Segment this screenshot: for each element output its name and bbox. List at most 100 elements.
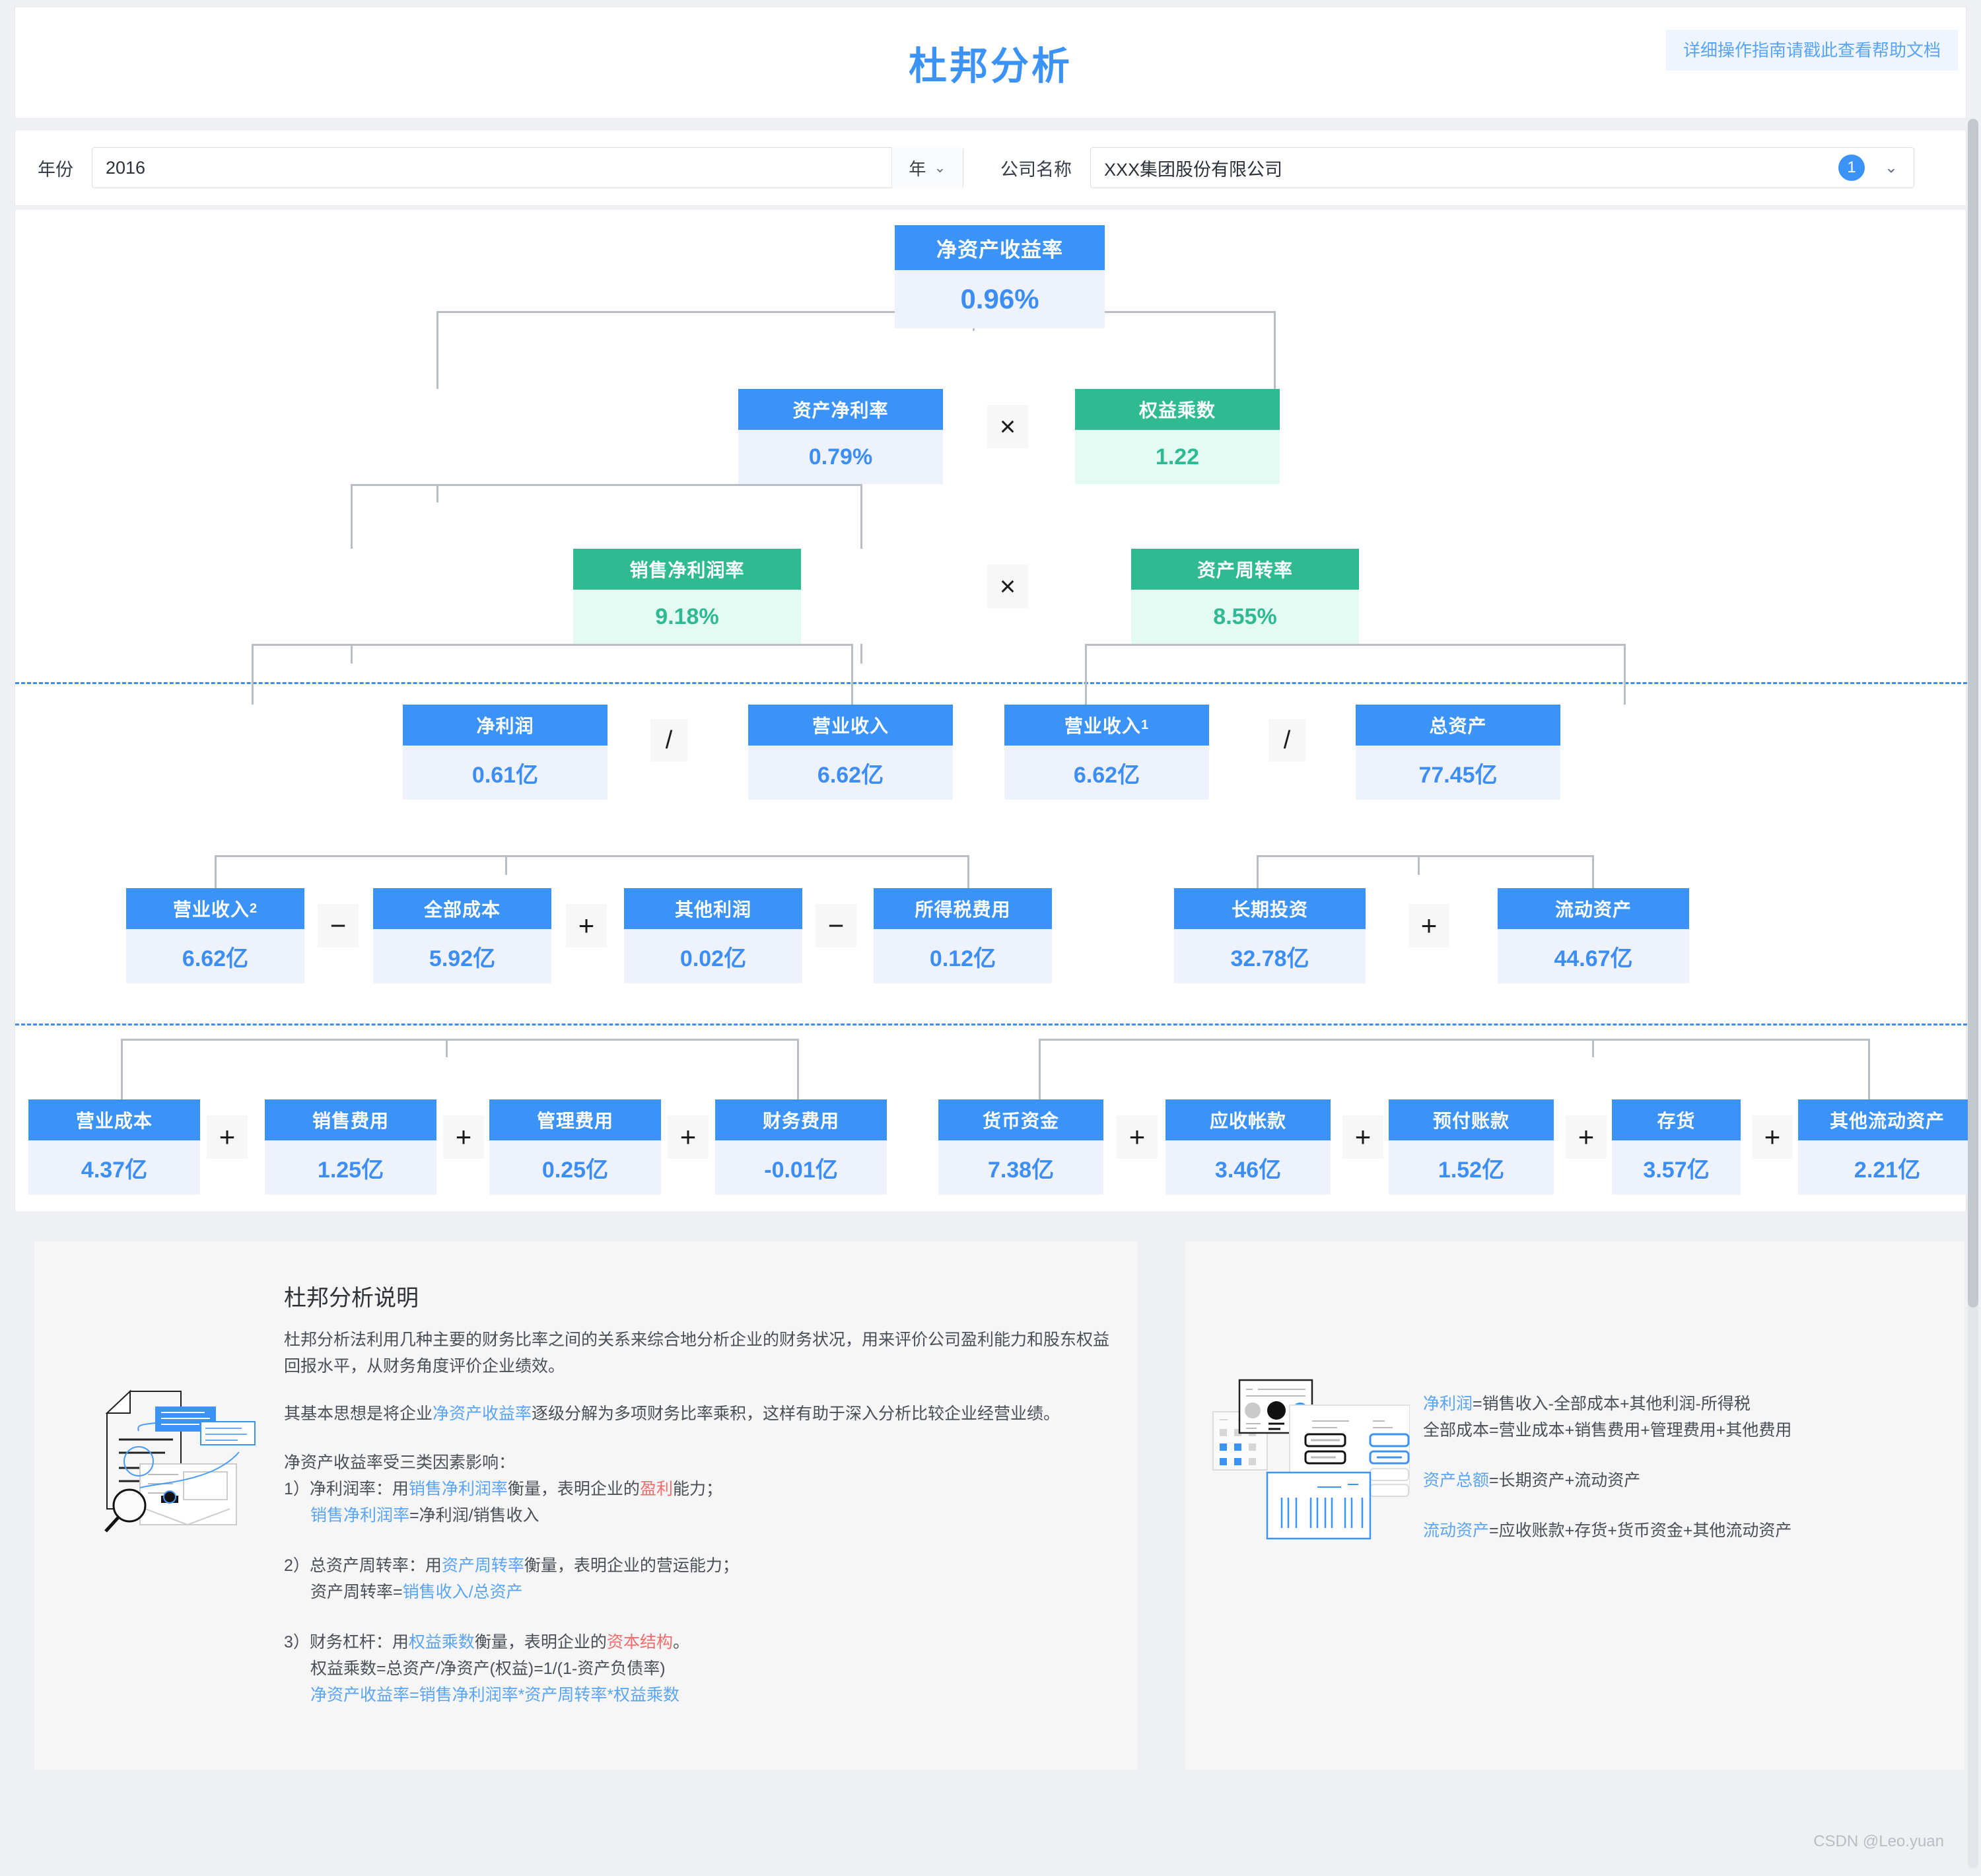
explanation-factor-3-formula-1: 权益乘数=总资产/净资产(权益)=1/(1-资产负债率) — [310, 1659, 666, 1678]
node-value: 6.62亿 — [1004, 746, 1209, 800]
year-unit-select[interactable]: 年 ⌄ — [891, 147, 963, 188]
operator-plus: + — [668, 1115, 709, 1159]
node-value: 6.62亿 — [126, 929, 304, 983]
node-finance-expense[interactable]: 财务费用 -0.01亿 — [715, 1099, 887, 1195]
year-input[interactable]: 2016 年 ⌄ — [92, 147, 963, 188]
inline-link-equity-multiplier[interactable]: 权益乘数 — [408, 1633, 475, 1651]
node-asset-turnover[interactable]: 资产周转率 8.55% — [1131, 549, 1359, 644]
connector — [1039, 1039, 1041, 1099]
operator-plus: + — [207, 1115, 248, 1159]
connector — [121, 1039, 123, 1099]
operator-plus: + — [443, 1115, 484, 1159]
connector — [505, 855, 507, 875]
page-title: 杜邦分析 — [908, 45, 1072, 88]
operator-minus: − — [816, 904, 856, 948]
connector — [860, 484, 862, 549]
explanation-title: 杜邦分析说明 — [284, 1286, 419, 1311]
node-cash[interactable]: 货币资金 7.38亿 — [938, 1099, 1103, 1195]
node-income-tax[interactable]: 所得税费用 0.12亿 — [874, 888, 1052, 983]
operator-multiply: × — [987, 565, 1028, 608]
page-scrollbar[interactable] — [1968, 119, 1978, 1869]
company-count-badge: 1 — [1838, 155, 1865, 181]
node-net-profit-margin[interactable]: 销售净利润率 9.18% — [573, 549, 801, 644]
inline-highlight-capital-structure: 资本结构 — [606, 1633, 673, 1651]
filter-bar: 年份 2016 年 ⌄ 公司名称 XXX集团股份有限公司 1 ⌄ — [15, 129, 1966, 206]
node-value: 3.57亿 — [1612, 1140, 1741, 1195]
formula-panel: 净利润=销售收入-全部成本+其他利润-所得税 全部成本=营业成本+销售费用+管理… — [1185, 1241, 1964, 1770]
node-label: 长期投资 — [1174, 888, 1366, 929]
node-inventory[interactable]: 存货 3.57亿 — [1612, 1099, 1741, 1195]
explanation-factor-1-formula: 销售净利润率=净利润/销售收入 — [310, 1506, 539, 1525]
node-selling-expense[interactable]: 销售费用 1.25亿 — [265, 1099, 436, 1195]
node-label: 净资产收益率 — [895, 225, 1105, 270]
connector — [252, 644, 254, 705]
node-roa[interactable]: 资产净利率 0.79% — [738, 389, 943, 484]
node-label: 总资产 — [1356, 705, 1560, 746]
connector — [1085, 644, 1087, 705]
node-value: 32.78亿 — [1174, 929, 1366, 983]
inline-link-npm[interactable]: 销售净利润率 — [408, 1480, 508, 1498]
operator-multiply: × — [987, 405, 1028, 448]
node-prepayments[interactable]: 预付账款 1.52亿 — [1389, 1099, 1554, 1195]
node-value: 1.22 — [1075, 430, 1280, 484]
connector — [1592, 1039, 1594, 1057]
node-label: 营业成本 — [28, 1099, 200, 1140]
connector — [1868, 1039, 1870, 1099]
node-other-profit[interactable]: 其他利润 0.02亿 — [624, 888, 802, 983]
explanation-factor-1: 1）净利润率：用销售净利润率衡量，表明企业的盈利能力； — [284, 1480, 722, 1498]
scrollbar-thumb[interactable] — [1968, 119, 1978, 1307]
node-admin-expense[interactable]: 管理费用 0.25亿 — [489, 1099, 661, 1195]
node-operating-cost[interactable]: 营业成本 4.37亿 — [28, 1099, 200, 1195]
explanation-factor-2: 2）总资产周转率：用资产周转率衡量，表明企业的营运能力； — [284, 1556, 739, 1575]
node-roe[interactable]: 净资产收益率 0.96% — [895, 225, 1105, 328]
operator-plus: + — [1566, 1115, 1607, 1159]
connector — [851, 644, 853, 705]
connector — [1257, 855, 1259, 919]
year-label: 年份 — [38, 159, 73, 180]
connector — [436, 311, 438, 389]
node-net-profit[interactable]: 净利润 0.61亿 — [403, 705, 608, 800]
node-value: 0.25亿 — [489, 1140, 661, 1195]
node-current-assets[interactable]: 流动资产 44.67亿 — [1498, 888, 1689, 983]
explanation-panel: 杜邦分析说明 杜邦分析法利用几种主要的财务比率之间的关系来综合地分析企业的财务状… — [34, 1241, 1137, 1770]
inline-link-asset-turnover[interactable]: 资产周转率 — [441, 1556, 524, 1575]
chevron-down-icon[interactable]: ⌄ — [1884, 158, 1898, 177]
node-label: 资产周转率 — [1131, 549, 1359, 590]
connector — [121, 1039, 797, 1041]
watermark: CSDN @Leo.yuan — [1813, 1832, 1944, 1850]
formula-total-assets: 资产总额=长期资产+流动资产 — [1423, 1471, 1641, 1490]
node-equity-multiplier[interactable]: 权益乘数 1.22 — [1075, 389, 1280, 484]
explanation-factor-3: 3）财务杠杆：用权益乘数衡量，表明企业的资本结构。 — [284, 1633, 689, 1651]
explanation-paragraph-1: 杜邦分析法利用几种主要的财务比率之间的关系来综合地分析企业的财务状况，用来评价公… — [284, 1331, 1110, 1375]
node-accounts-receivable[interactable]: 应收帐款 3.46亿 — [1165, 1099, 1331, 1195]
formula-total-cost: 全部成本=营业成本+销售费用+管理费用+其他费用 — [1423, 1421, 1792, 1440]
node-label: 管理费用 — [489, 1099, 661, 1140]
node-total-assets[interactable]: 总资产 77.45亿 — [1356, 705, 1560, 800]
help-doc-link[interactable]: 详细操作指南请戳此查看帮助文档 — [1665, 30, 1958, 71]
inline-link-roe[interactable]: 净资产收益率 — [433, 1405, 532, 1423]
node-label: 净利润 — [403, 705, 608, 746]
node-label: 销售净利润率 — [573, 549, 801, 590]
node-label: 全部成本 — [373, 888, 551, 929]
node-total-cost[interactable]: 全部成本 5.92亿 — [373, 888, 551, 983]
node-long-term-investment[interactable]: 长期投资 32.78亿 — [1174, 888, 1366, 983]
node-label: 权益乘数 — [1075, 389, 1280, 430]
document-search-illustration — [81, 1383, 279, 1555]
node-label-subscript: 1 — [1140, 717, 1150, 732]
connector — [1418, 855, 1420, 875]
node-value: 0.79% — [738, 430, 943, 484]
node-revenue[interactable]: 营业收入 6.62亿 — [748, 705, 953, 800]
node-value: 9.18% — [573, 590, 801, 644]
node-other-current-assets[interactable]: 其他流动资产 2.21亿 — [1798, 1099, 1976, 1195]
node-value: 7.38亿 — [938, 1140, 1103, 1195]
report-charts-illustration — [1212, 1360, 1410, 1542]
connector — [351, 484, 353, 549]
company-input[interactable]: XXX集团股份有限公司 1 ⌄ — [1090, 147, 1914, 188]
node-value: 0.12亿 — [874, 929, 1052, 983]
connector — [436, 311, 1275, 313]
connector — [1039, 1039, 1868, 1041]
